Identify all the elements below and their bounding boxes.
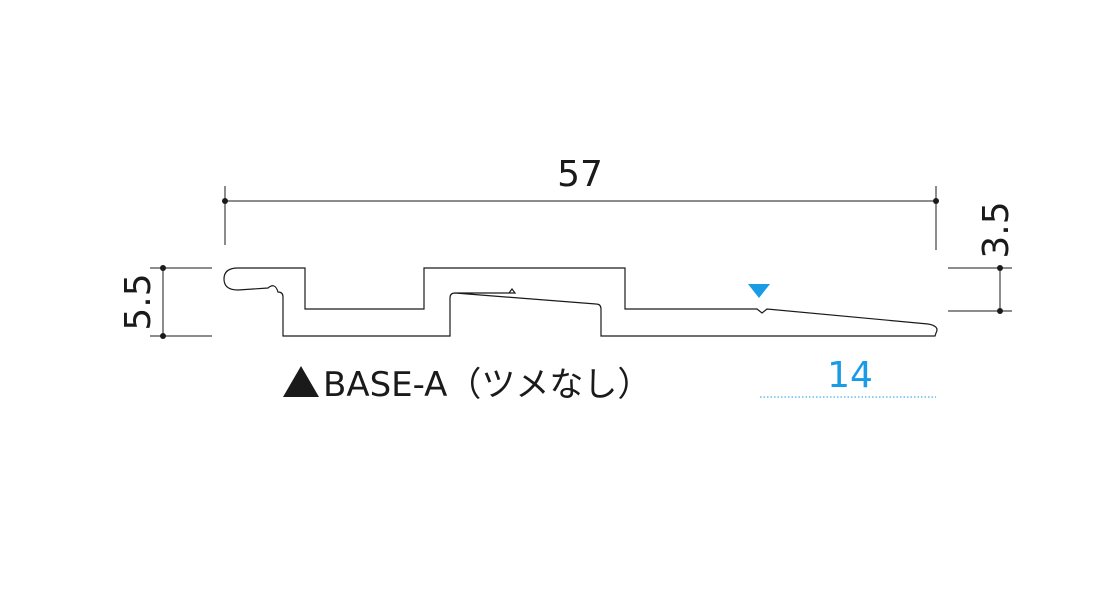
height-label: 5.5 [118, 273, 159, 330]
width-label: 57 [557, 154, 603, 195]
profile-outline [223, 267, 938, 337]
right-dot-bottom [997, 308, 1003, 314]
height-dot-bottom [160, 333, 166, 339]
right-height-dimension: 3.5 [948, 201, 1017, 314]
width-dot-right [933, 198, 939, 204]
right-height-label: 3.5 [976, 201, 1017, 258]
width-dot-left [222, 198, 228, 204]
height-dimension: 5.5 [118, 265, 212, 339]
width-dimension: 57 [222, 154, 939, 250]
slope-label: 14 [827, 355, 873, 396]
height-dot-top [160, 265, 166, 271]
caption-triangle-icon [283, 366, 319, 397]
right-dot-top [997, 265, 1003, 271]
caption-label: BASE-A（ツメなし） [323, 365, 651, 405]
caption: BASE-A（ツメなし） [283, 365, 651, 405]
slope-marker-icon [748, 284, 770, 298]
